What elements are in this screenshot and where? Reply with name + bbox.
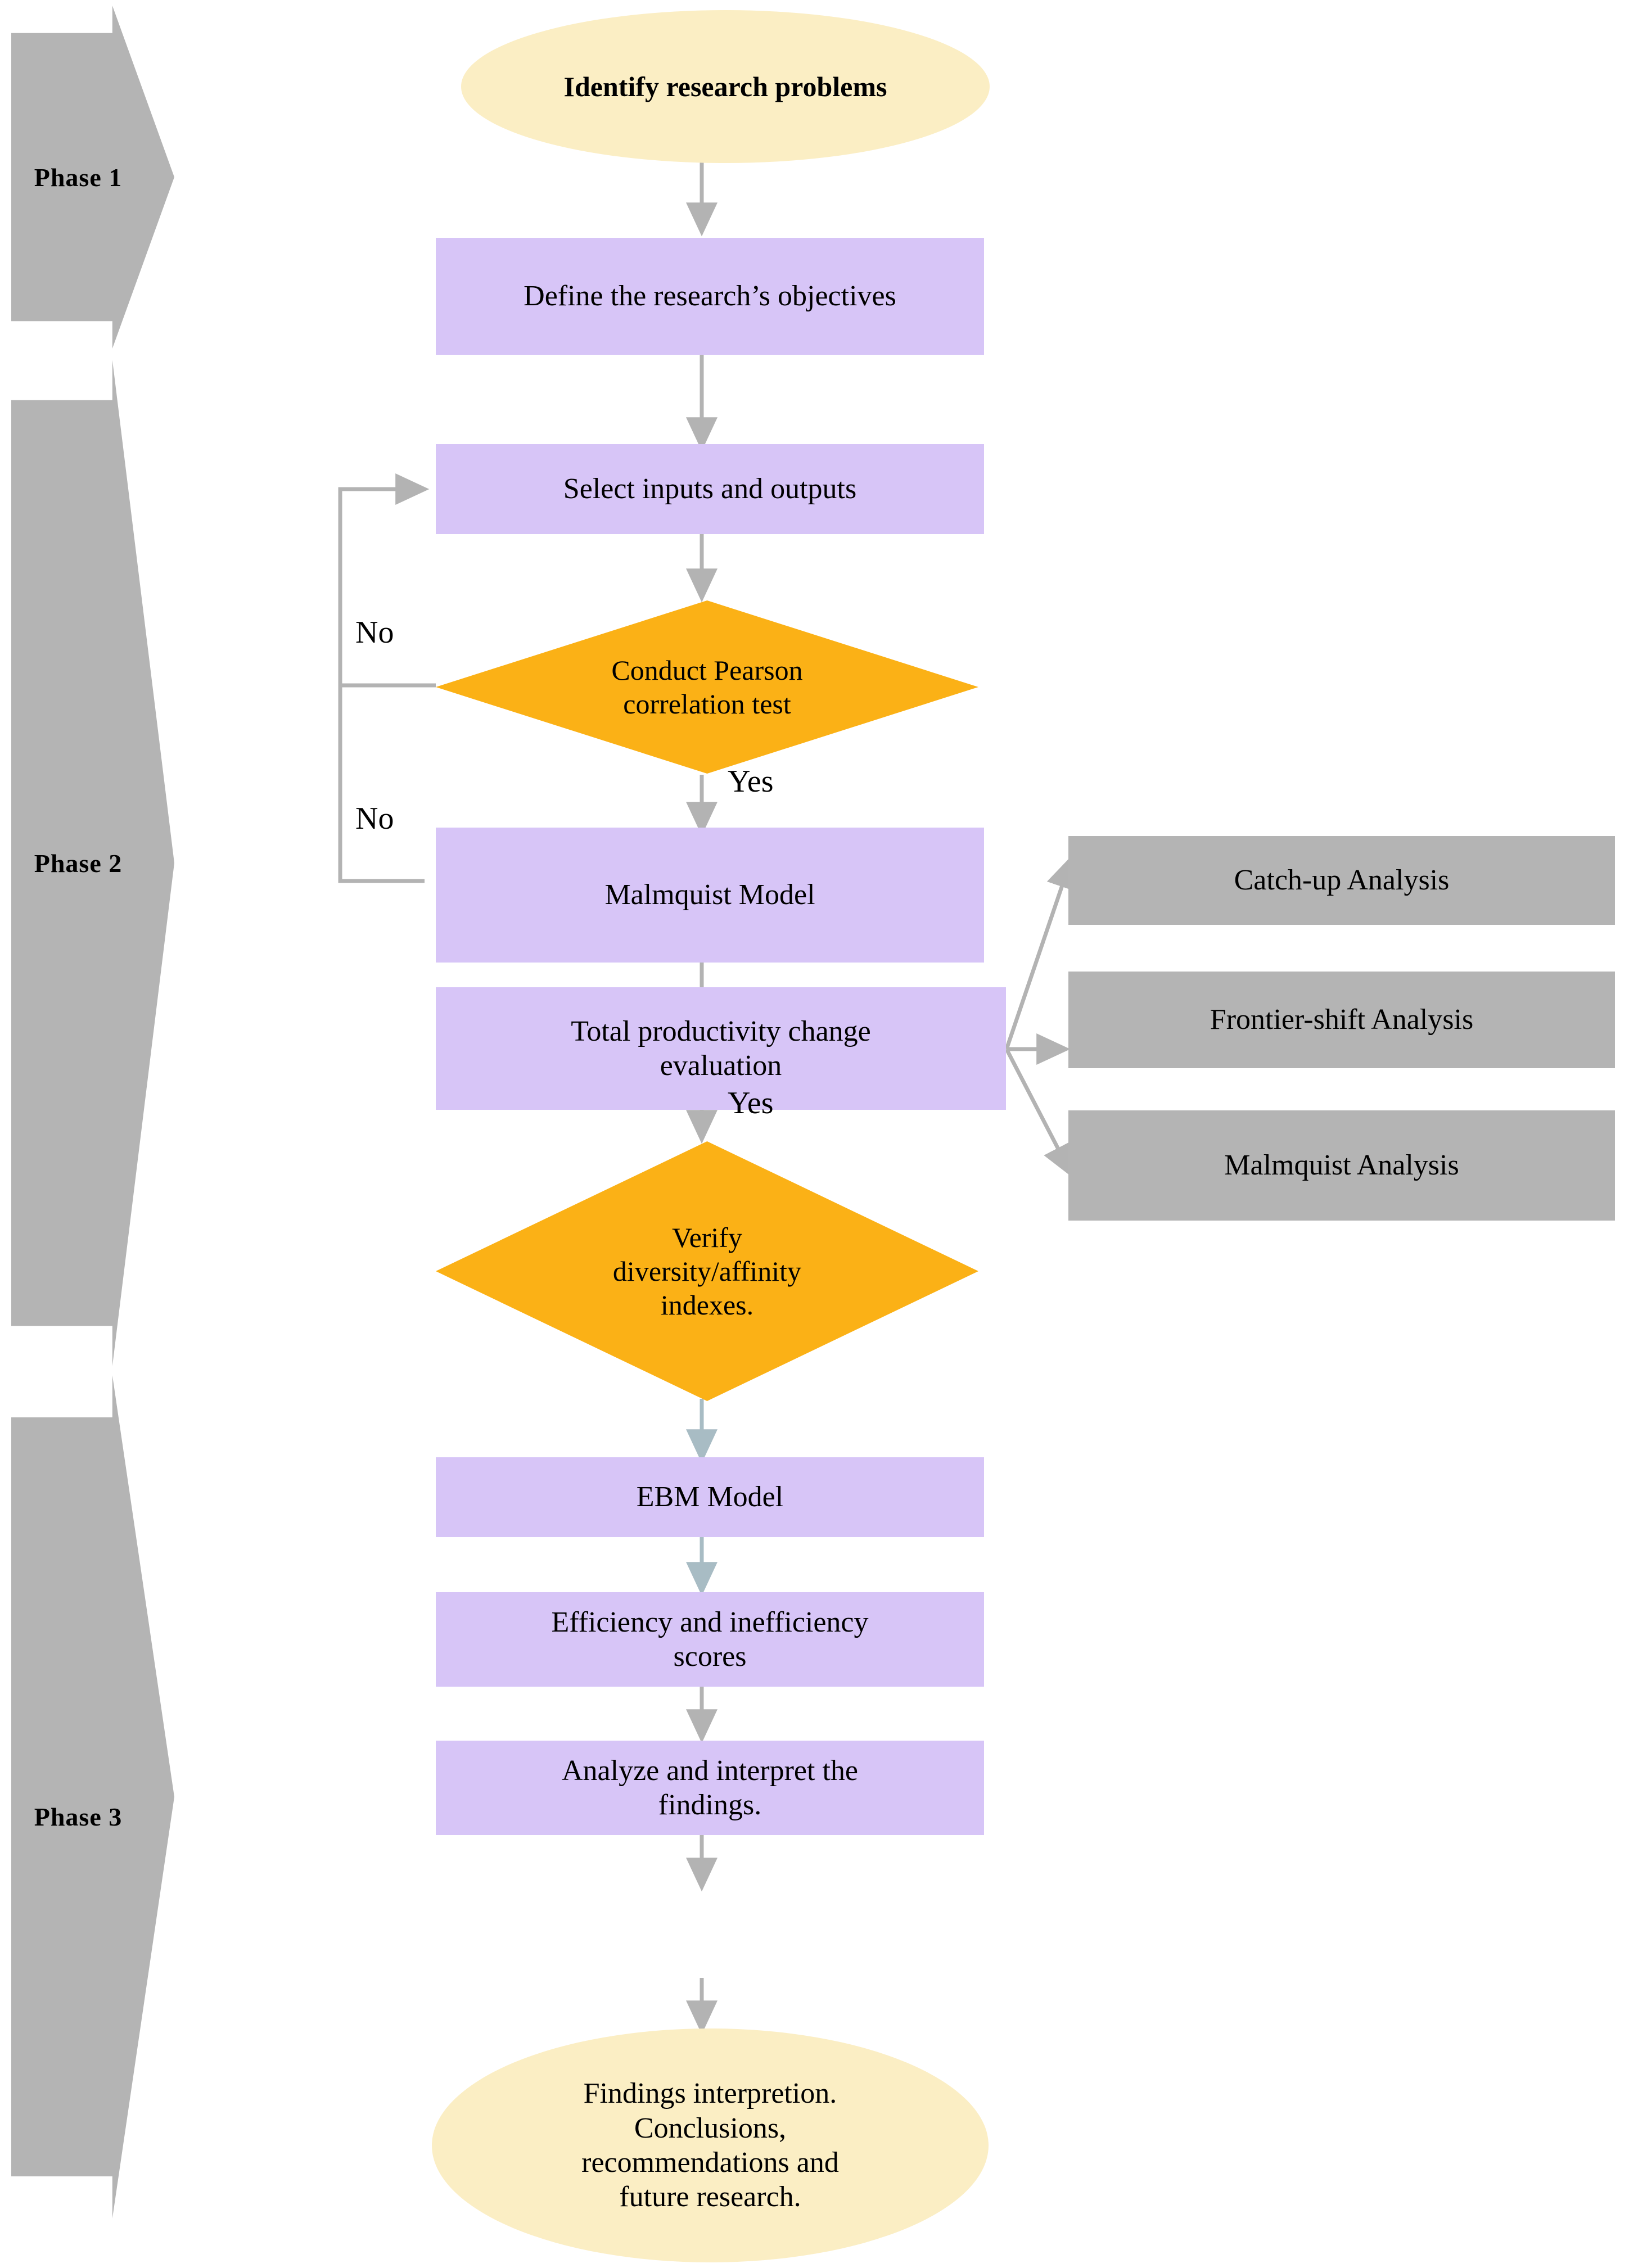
- edge-label-yes-total: Yes: [728, 1086, 774, 1121]
- node-select-inputs-outputs[interactable]: Select inputs and outputs: [436, 444, 984, 534]
- analysis-box-malmquist[interactable]: Malmquist Analysis: [1068, 1110, 1615, 1221]
- node-pearson-line1: Conduct Pearson: [611, 654, 803, 686]
- node-end-line1: Findings interpretion.: [583, 2077, 837, 2110]
- node-analyze-findings-line2: findings.: [658, 1789, 762, 1821]
- edge-label-no-pearson: No: [355, 615, 394, 650]
- analysis-box-frontier-shift[interactable]: Frontier-shift Analysis: [1068, 972, 1615, 1068]
- edge-malmquist-no-loop: [338, 685, 425, 883]
- node-total-productivity-line2: evaluation: [660, 1050, 782, 1082]
- edge-pearson-no-loop: [338, 473, 430, 685]
- edge-total-to-catchup: [1004, 855, 1077, 1050]
- node-define-objectives[interactable]: Define the research’s objectives: [436, 238, 984, 355]
- phase-band-2: Phase 2: [11, 360, 174, 1366]
- phase-band-1: Phase 1: [11, 6, 174, 349]
- node-pearson-line2: correlation test: [623, 688, 791, 720]
- node-analyze-findings-line1: Analyze and interpret the: [562, 1754, 858, 1787]
- analysis-box-catch-up-label: Catch-up Analysis: [1234, 864, 1450, 897]
- node-ebm-model-label: EBM Model: [636, 1481, 784, 1513]
- node-verify-line3: indexes.: [660, 1289, 754, 1321]
- phase-label-2: Phase 2: [34, 848, 123, 878]
- node-pearson-decision[interactable]: Conduct Pearson correlation test: [436, 600, 978, 774]
- node-total-productivity[interactable]: Total productivity change evaluation: [436, 987, 1006, 1110]
- node-malmquist-model-label: Malmquist Model: [604, 879, 815, 911]
- node-start-label: Identify research problems: [563, 70, 887, 102]
- node-total-productivity-line1: Total productivity change: [571, 1015, 871, 1047]
- node-end[interactable]: Findings interpretion. Conclusions, reco…: [432, 2028, 989, 2262]
- analysis-box-catch-up[interactable]: Catch-up Analysis: [1068, 836, 1615, 925]
- phase-band-3: Phase 3: [11, 1375, 174, 2219]
- node-ebm-model[interactable]: EBM Model: [436, 1457, 984, 1537]
- node-malmquist-model[interactable]: Malmquist Model: [436, 828, 984, 963]
- edge-label-yes-pearson: Yes: [728, 764, 774, 799]
- node-analyze-findings[interactable]: Analyze and interpret the findings.: [436, 1741, 984, 1835]
- node-verify-decision[interactable]: Verify diversity/affinity indexes.: [436, 1141, 978, 1401]
- node-end-line3: recommendations and: [581, 2147, 839, 2179]
- phase-label-3: Phase 3: [34, 1802, 123, 1831]
- node-verify-line1: Verify: [672, 1222, 742, 1253]
- node-efficiency-scores-line2: scores: [673, 1641, 747, 1673]
- node-efficiency-scores[interactable]: Efficiency and inefficiency scores: [436, 1592, 984, 1687]
- edge-label-no-malmquist: No: [355, 801, 394, 836]
- analysis-box-malmquist-label: Malmquist Analysis: [1224, 1149, 1459, 1182]
- analysis-box-frontier-shift-label: Frontier-shift Analysis: [1210, 1004, 1474, 1036]
- node-end-line2: Conclusions,: [634, 2112, 787, 2144]
- phase-label-1: Phase 1: [34, 162, 123, 192]
- node-select-inputs-outputs-label: Select inputs and outputs: [563, 473, 857, 505]
- edge-total-to-malmquist-analysis: [1004, 1048, 1073, 1178]
- node-efficiency-scores-line1: Efficiency and inefficiency: [551, 1606, 869, 1638]
- node-verify-line2: diversity/affinity: [612, 1255, 802, 1287]
- node-end-line4: future research.: [619, 2181, 801, 2213]
- node-start[interactable]: Identify research problems: [461, 10, 990, 163]
- node-define-objectives-label: Define the research’s objectives: [524, 280, 896, 313]
